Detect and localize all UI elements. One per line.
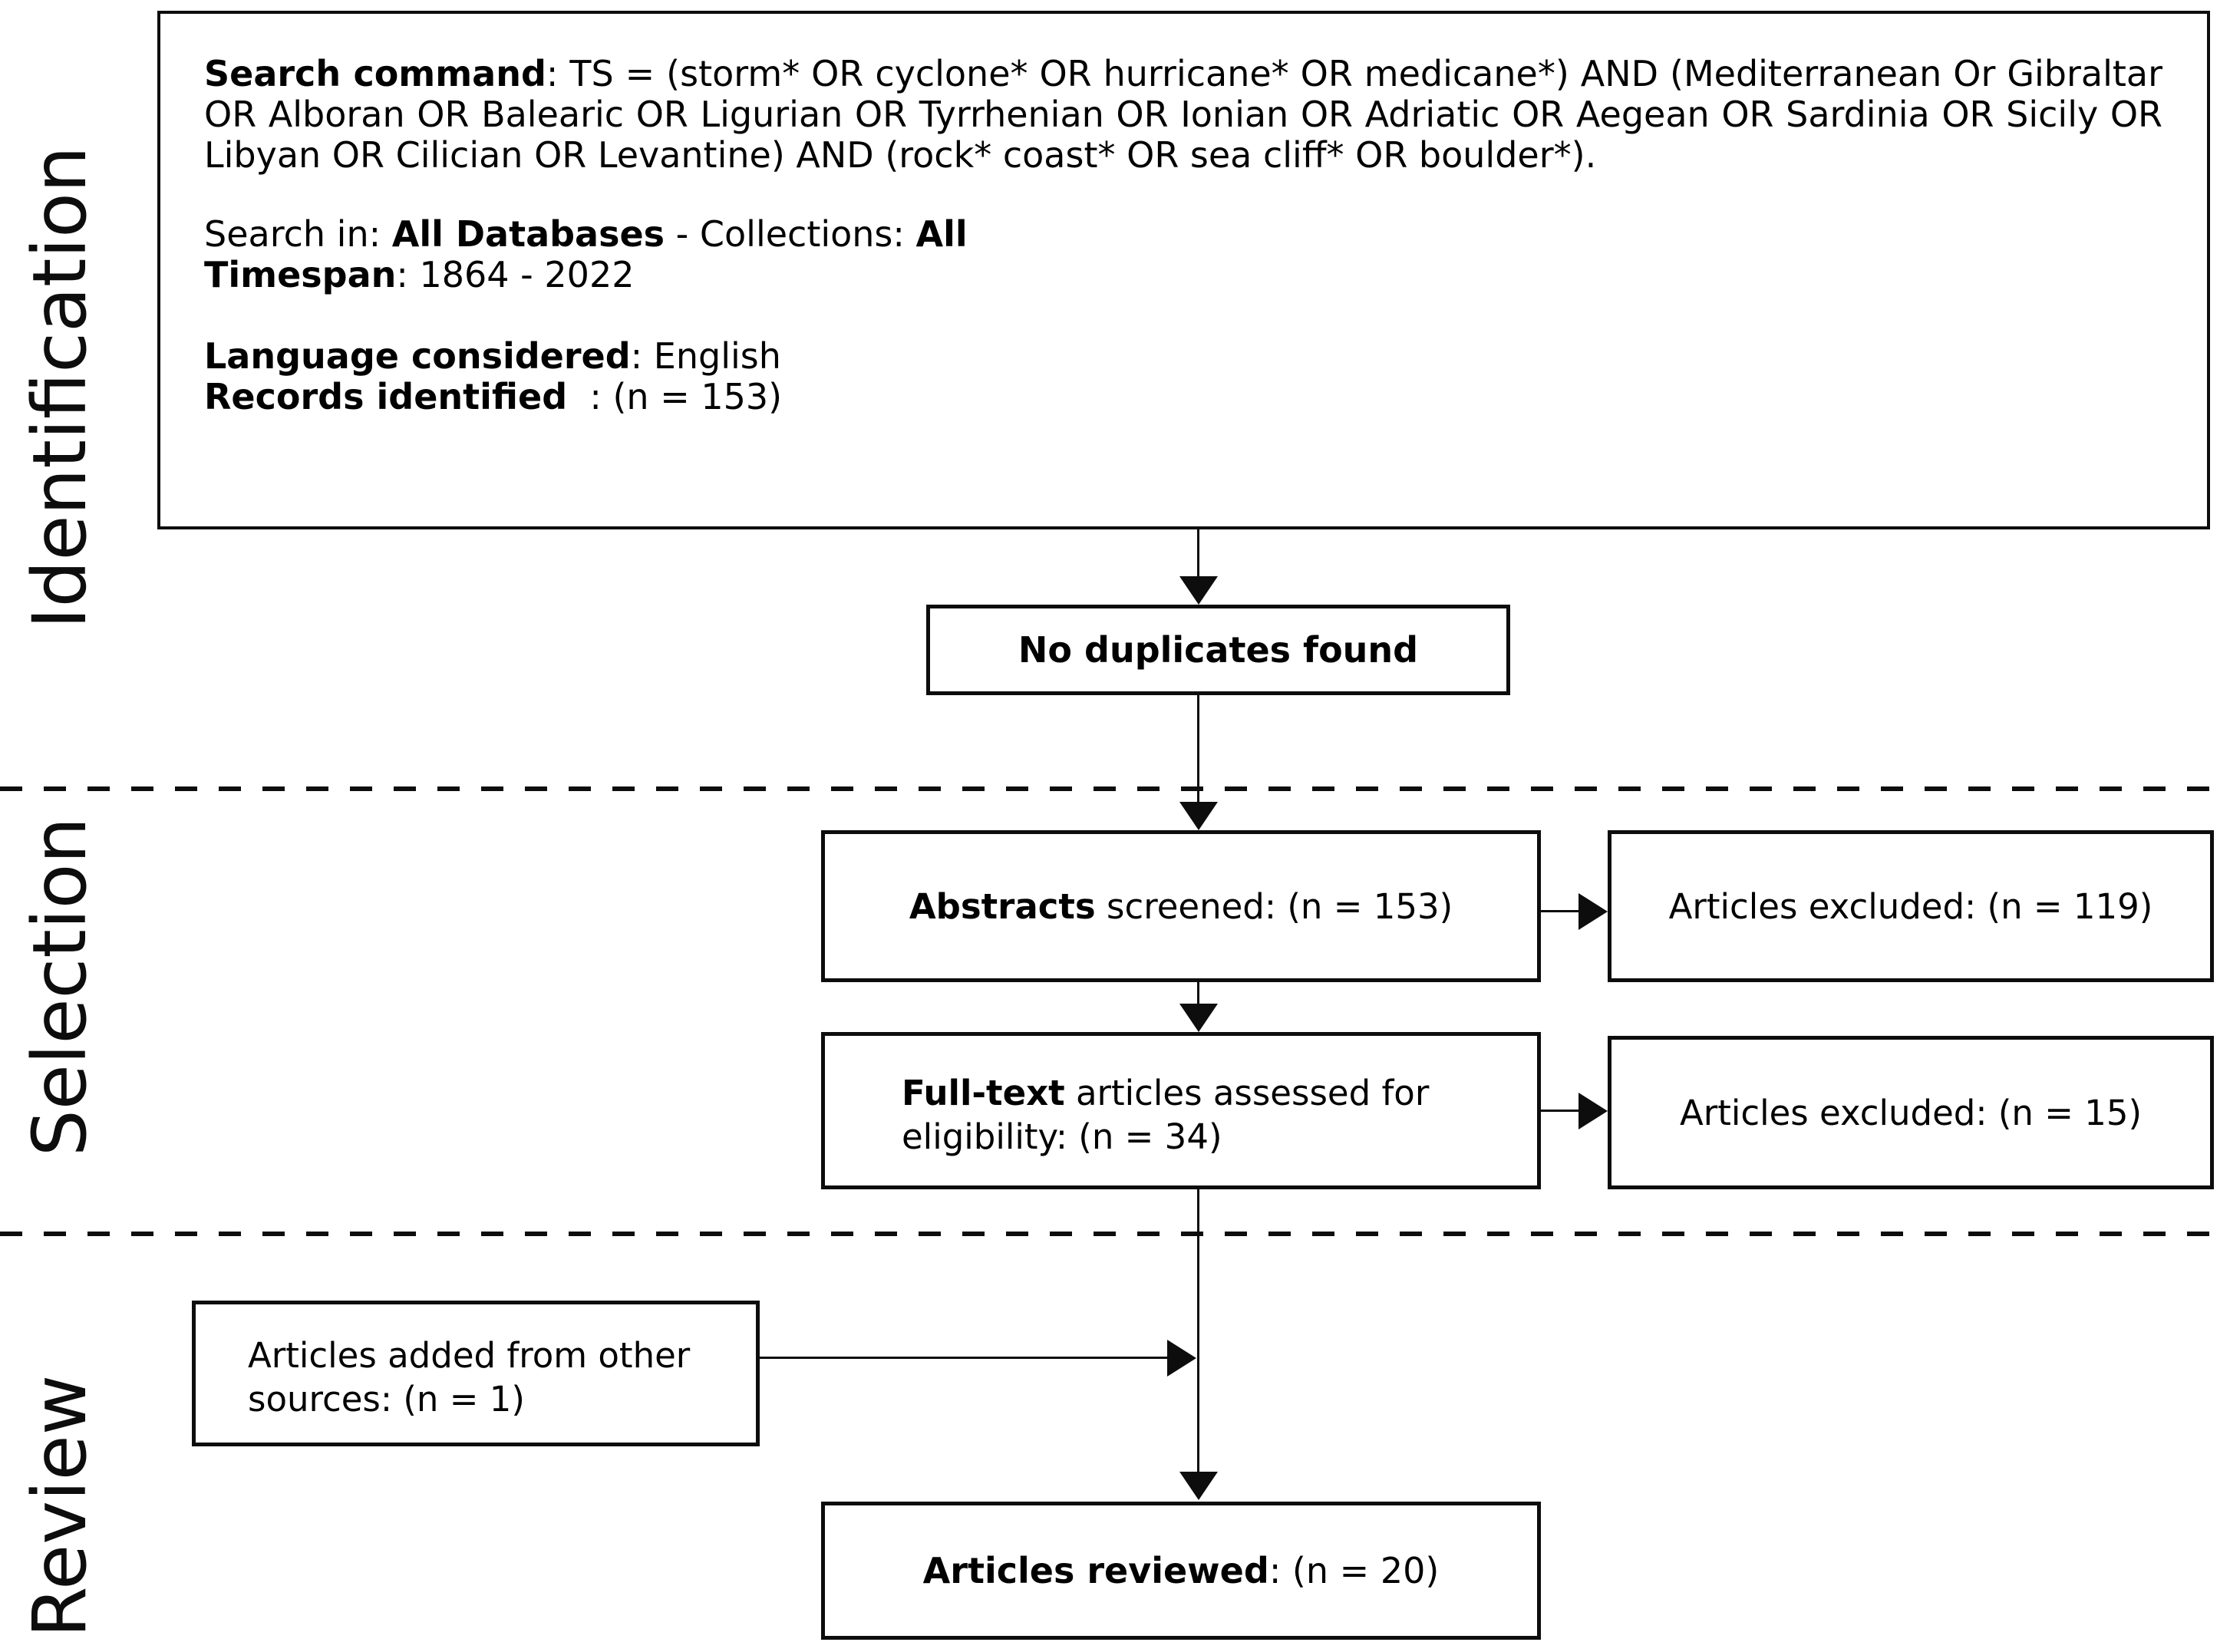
connector-abstracts-to-excluded <box>1541 910 1584 912</box>
articles-excluded-15-text: Articles excluded: (n = 15) <box>1679 1092 2143 1133</box>
articles-excluded-15-box: Articles excluded: (n = 15) <box>1608 1036 2214 1189</box>
arrowhead-down-icon <box>1179 576 1218 605</box>
connector-fulltext-to-excluded <box>1541 1110 1584 1112</box>
connector-search-to-noduplicates <box>1197 529 1199 577</box>
articles-excluded-119-text: Articles excluded: (n = 119) <box>1668 885 2153 927</box>
connector-fulltext-to-reviewed <box>1197 1189 1199 1473</box>
connector-abstracts-to-fulltext <box>1197 982 1199 1005</box>
connector-added-to-flow <box>760 1357 1168 1359</box>
abstracts-screened-text: Abstracts screened: (n = 153) <box>909 885 1453 927</box>
search-command-text: Search command: TS = (storm* OR cyclone*… <box>204 53 2162 176</box>
section-label-selection: Selection <box>17 816 103 1157</box>
language-considered-text: Language considered: English <box>204 335 781 377</box>
section-divider-selection-review <box>0 1232 2230 1236</box>
full-text-assessed-box: Full-text articles assessed for eligibil… <box>821 1032 1541 1189</box>
section-label-review: Review <box>17 1374 103 1638</box>
articles-reviewed-box: Articles reviewed: (n = 20) <box>821 1502 1541 1640</box>
records-identified-text: Records identified : (n = 153) <box>204 376 783 417</box>
no-duplicates-box: No duplicates found <box>926 605 1510 695</box>
no-duplicates-text: No duplicates found <box>1018 629 1419 671</box>
arrowhead-down-icon <box>1179 802 1218 830</box>
search-in-text: Search in: All Databases - Collections: … <box>204 213 968 255</box>
articles-added-text: Articles added from other sources: (n = … <box>248 1335 691 1420</box>
section-label-identification: Identification <box>17 146 103 629</box>
arrowhead-down-icon <box>1179 1004 1218 1032</box>
articles-excluded-119-box: Articles excluded: (n = 119) <box>1608 830 2214 982</box>
articles-reviewed-text: Articles reviewed: (n = 20) <box>922 1550 1440 1591</box>
search-command-box: Search command: TS = (storm* OR cyclone*… <box>157 11 2210 529</box>
arrowhead-right-icon <box>1578 893 1608 930</box>
abstracts-screened-box: Abstracts screened: (n = 153) <box>821 830 1541 982</box>
timespan-text: Timespan: 1864 - 2022 <box>204 254 635 295</box>
connector-noduplicates-to-abstracts <box>1197 695 1199 803</box>
articles-added-box: Articles added from other sources: (n = … <box>192 1301 760 1446</box>
arrowhead-down-icon <box>1179 1472 1218 1500</box>
full-text-assessed-text: Full-text articles assessed for eligibil… <box>902 1073 1430 1157</box>
arrowhead-right-icon <box>1167 1340 1196 1377</box>
arrowhead-right-icon <box>1578 1093 1608 1129</box>
section-divider-identification-selection <box>0 786 2230 791</box>
